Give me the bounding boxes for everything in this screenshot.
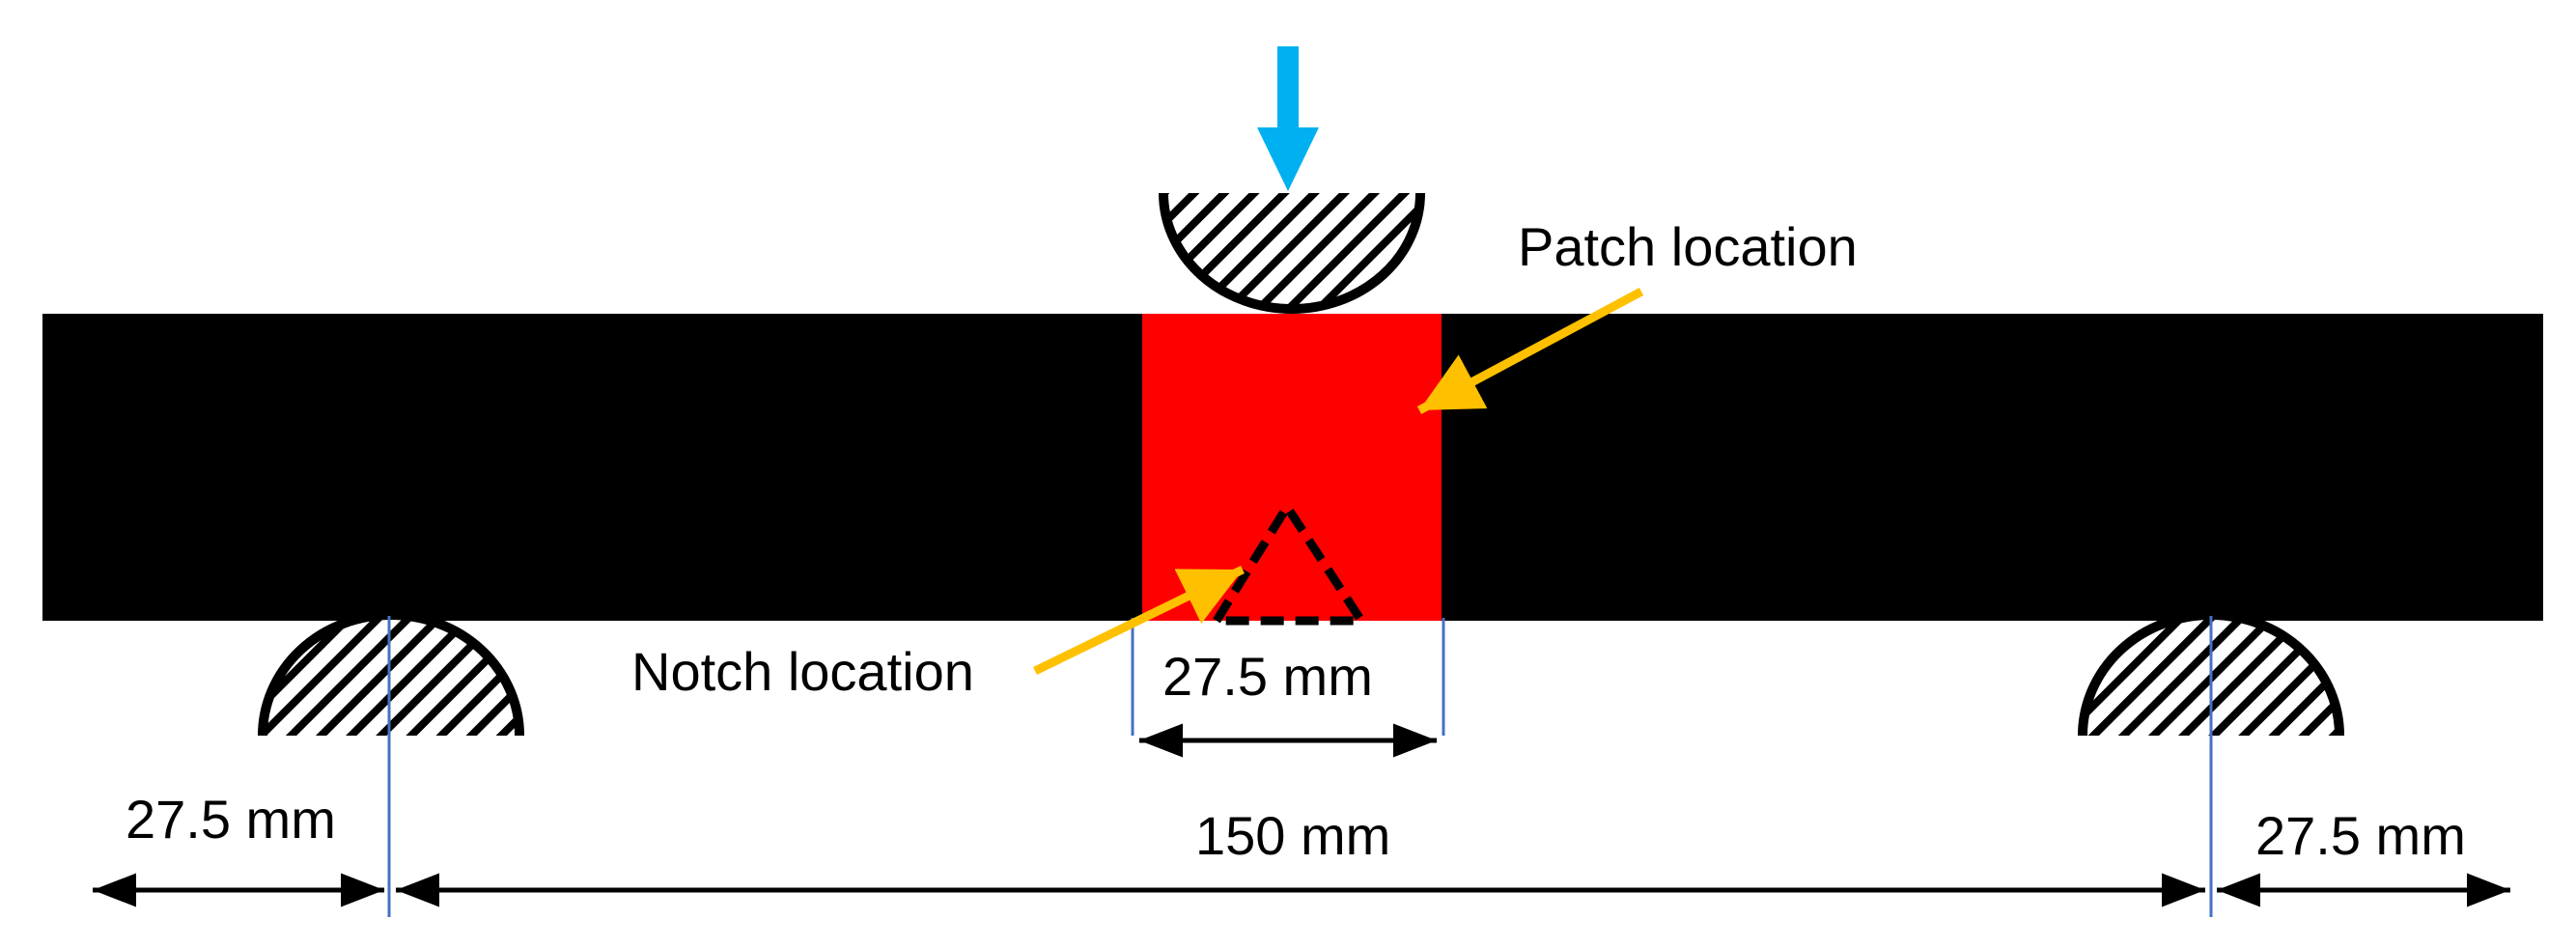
loading-nose <box>1159 192 1425 314</box>
notch-location-label: Notch location <box>631 641 974 702</box>
down-arrow-icon <box>1257 46 1319 191</box>
span-label: 150 mm <box>1195 805 1390 866</box>
patch-location-label: Patch location <box>1518 216 1858 277</box>
notch-pointer-arrow <box>1033 565 1245 676</box>
patch-pointer-arrow <box>1416 288 1644 414</box>
right-overhang-label: 27.5 mm <box>2255 805 2466 866</box>
patch-width-label: 27.5 mm <box>1162 646 1373 707</box>
left-overhang-label: 27.5 mm <box>126 789 336 850</box>
left-support-roller <box>258 610 524 737</box>
patch-region <box>1142 314 1442 621</box>
